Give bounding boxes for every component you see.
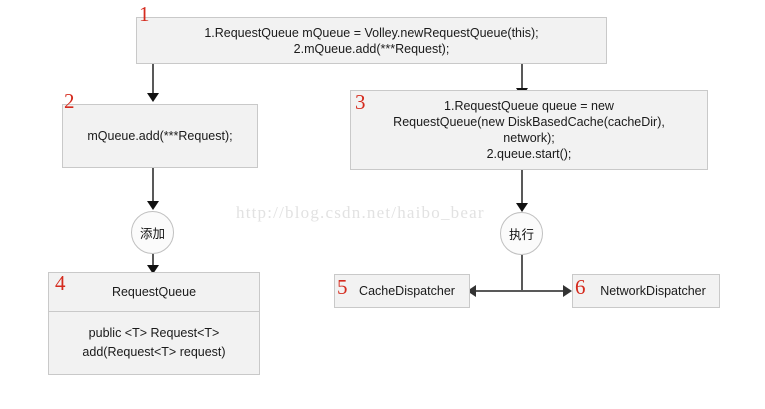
node-step-5-label: CacheDispatcher [359, 284, 455, 298]
connector-node-execute-label: 执行 [508, 228, 534, 242]
connector-step2-to-add [152, 168, 154, 203]
step-number-5: 5 [337, 275, 348, 299]
arrowhead-step3-to-execute [516, 203, 528, 212]
arrowhead-execute-to-cache [467, 285, 476, 297]
step-number-1: 1 [139, 2, 150, 26]
step-number-2: 2 [64, 89, 75, 113]
arrowhead-step2-to-add [147, 201, 159, 210]
node-step-2[interactable]: mQueue.add(***Request); [62, 104, 258, 168]
connector-execute-to-network [521, 290, 567, 292]
connector-step3-to-execute [521, 170, 523, 206]
arrowhead-add-to-step4 [147, 265, 159, 274]
node-step-3-label: 1.RequestQueue queue = new RequestQueue(… [393, 99, 665, 161]
step-number-3: 3 [355, 90, 366, 114]
connector-step1-to-step2 [152, 64, 154, 95]
connector-node-add-label: 添加 [139, 227, 165, 241]
node-step-1[interactable]: 1.RequestQueue mQueue = Volley.newReques… [136, 17, 607, 64]
connector-node-execute[interactable]: 执行 [500, 212, 543, 255]
node-step-2-label: mQueue.add(***Request); [87, 129, 233, 143]
connector-step1-to-step3 [521, 64, 523, 90]
node-step-5[interactable]: CacheDispatcher [334, 274, 470, 308]
node-step-1-label: 1.RequestQueue mQueue = Volley.newReques… [204, 25, 539, 56]
node-step-3[interactable]: 1.RequestQueue queue = new RequestQueue(… [350, 90, 708, 170]
node-step-6[interactable]: NetworkDispatcher [572, 274, 720, 308]
step-number-6: 6 [575, 275, 586, 299]
node-step-4[interactable]: RequestQueue public <T> Request<T> add(R… [48, 272, 260, 375]
arrowhead-step1-to-step2 [147, 93, 159, 102]
connector-node-add[interactable]: 添加 [131, 211, 174, 254]
arrowhead-execute-to-network [563, 285, 572, 297]
connector-add-to-step4 [152, 254, 154, 270]
watermark-text: http://blog.csdn.net/haibo_bear [236, 203, 485, 222]
step-number-4: 4 [55, 271, 66, 295]
connector-execute-to-cache [475, 290, 523, 292]
node-step-6-label: NetworkDispatcher [600, 284, 706, 298]
connector-execute-stem [521, 255, 523, 291]
node-step-4-title: RequestQueue [49, 273, 259, 312]
node-step-4-members: public <T> Request<T> add(Request<T> req… [82, 326, 226, 359]
node-step-4-members-area: public <T> Request<T> add(Request<T> req… [49, 312, 259, 374]
